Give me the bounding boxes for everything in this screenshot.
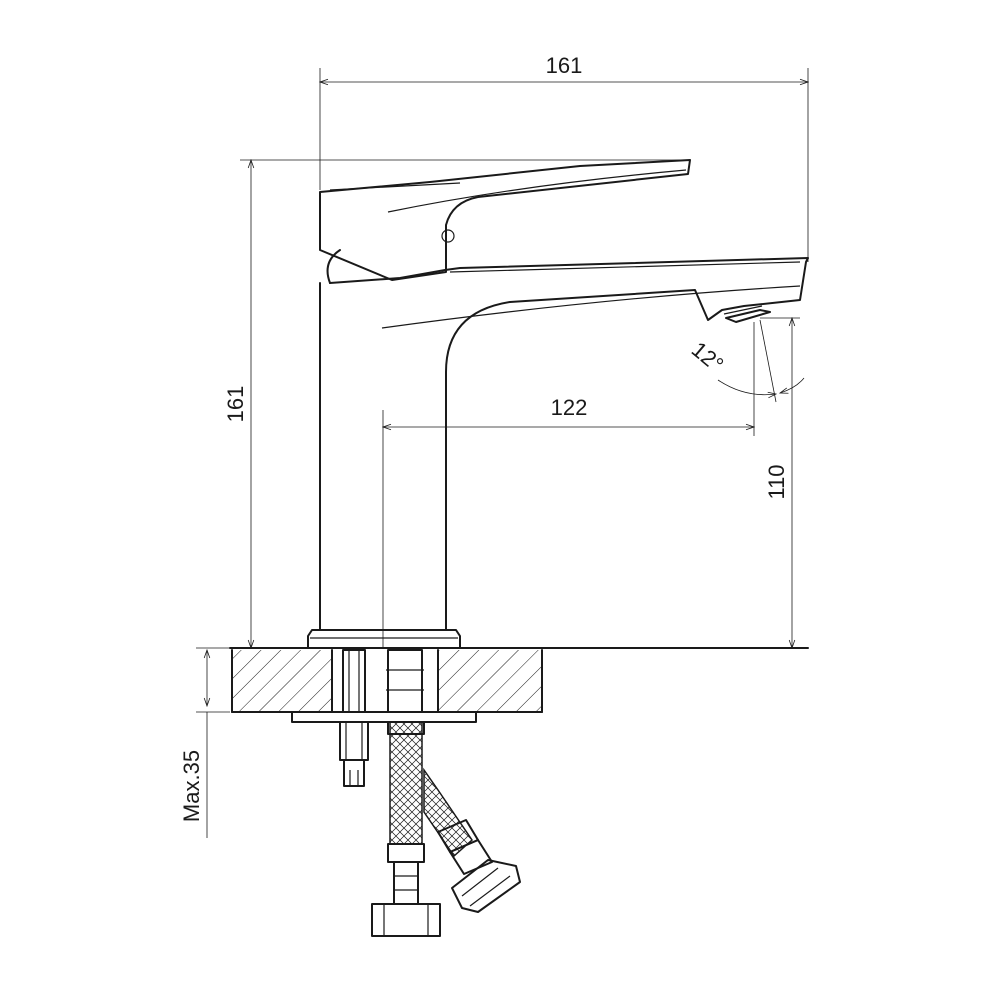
hose-nut-bottom (371, 903, 441, 937)
dimension-spout-height: 110 (760, 318, 800, 648)
lever-pivot (441, 229, 455, 243)
dimension-spout-reach: 122 (383, 322, 754, 648)
label-spout-height: 110 (764, 464, 789, 499)
hose-vertical (371, 649, 441, 937)
countertop-section (229, 647, 809, 713)
aerator (725, 309, 771, 323)
hose-angled (423, 767, 521, 913)
lever-handle (319, 159, 691, 281)
dimension-overall-height: 161 (223, 160, 690, 648)
label-spout-reach: 122 (551, 395, 588, 420)
mounting-stud (339, 649, 369, 787)
base-ring (307, 629, 461, 649)
label-angle: 12° (687, 337, 729, 378)
label-max-thickness: Max.35 (179, 750, 204, 822)
hose-nut-angled (451, 859, 521, 913)
dimension-overall-width: 161 (320, 53, 808, 262)
label-overall-width: 161 (546, 53, 583, 78)
mounting-washer (291, 711, 477, 723)
label-overall-height: 161 (223, 386, 248, 423)
dimension-max-thickness: Max.35 (179, 647, 230, 838)
faucet-body (319, 249, 809, 631)
dimension-angle: 12° (687, 319, 805, 403)
